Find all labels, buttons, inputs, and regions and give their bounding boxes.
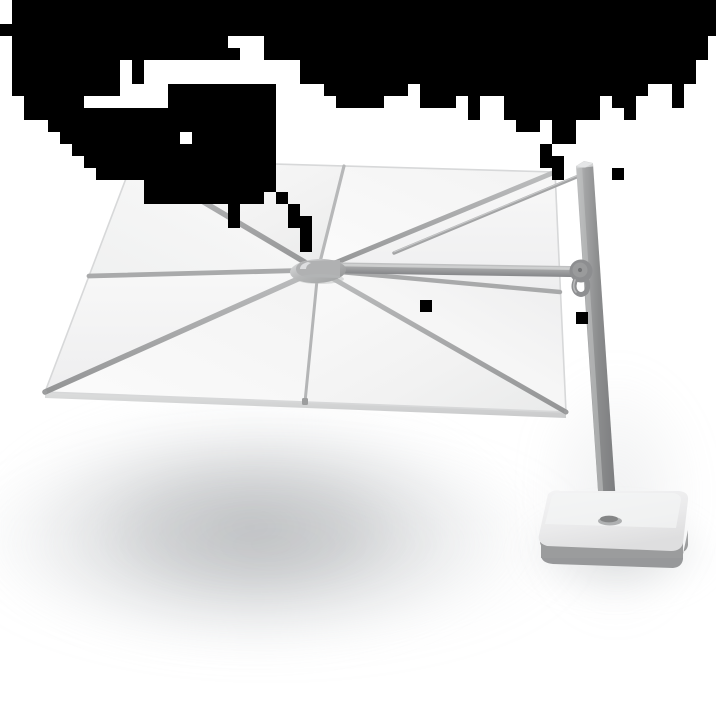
canopy (42, 157, 569, 418)
tension-strut (392, 171, 588, 255)
center-hub (290, 258, 346, 284)
rib-mid-top (316, 164, 346, 272)
pole-highlight (577, 166, 605, 520)
canopy-ribs (42, 157, 569, 415)
rib-mid-bottom (303, 268, 320, 404)
rib-tip-right (553, 170, 557, 174)
rib-corner-bottom (315, 267, 569, 415)
rib-tip-bottom (564, 410, 568, 414)
rib-corner-left (42, 267, 321, 395)
support-arm-highlight (320, 263, 578, 271)
base-edge-front (541, 542, 683, 568)
rib-mid-left (86, 267, 321, 279)
base-top-highlight (545, 492, 681, 528)
mast-pole (576, 161, 617, 520)
canopy-panel-3 (318, 172, 560, 292)
hub-collar-highlight (300, 262, 311, 269)
base-plate (538, 490, 689, 568)
tension-strut-highlight (393, 171, 587, 253)
arm-hinge (569, 259, 593, 297)
pole-cap-top (576, 161, 593, 168)
rib-mid-right (315, 267, 563, 295)
hub-shadow (296, 274, 344, 284)
rib-tip-mid-bottom (302, 398, 308, 405)
rib-tip-left (42, 389, 48, 395)
support-arm (315, 262, 582, 278)
rib-corner-right (315, 169, 558, 273)
ground-shadow-core (0, 392, 530, 662)
rib-tip-top (130, 157, 136, 163)
pole-socket (600, 515, 618, 523)
hinge-bolt (577, 267, 583, 273)
hinge-hook-highlight (572, 279, 577, 293)
